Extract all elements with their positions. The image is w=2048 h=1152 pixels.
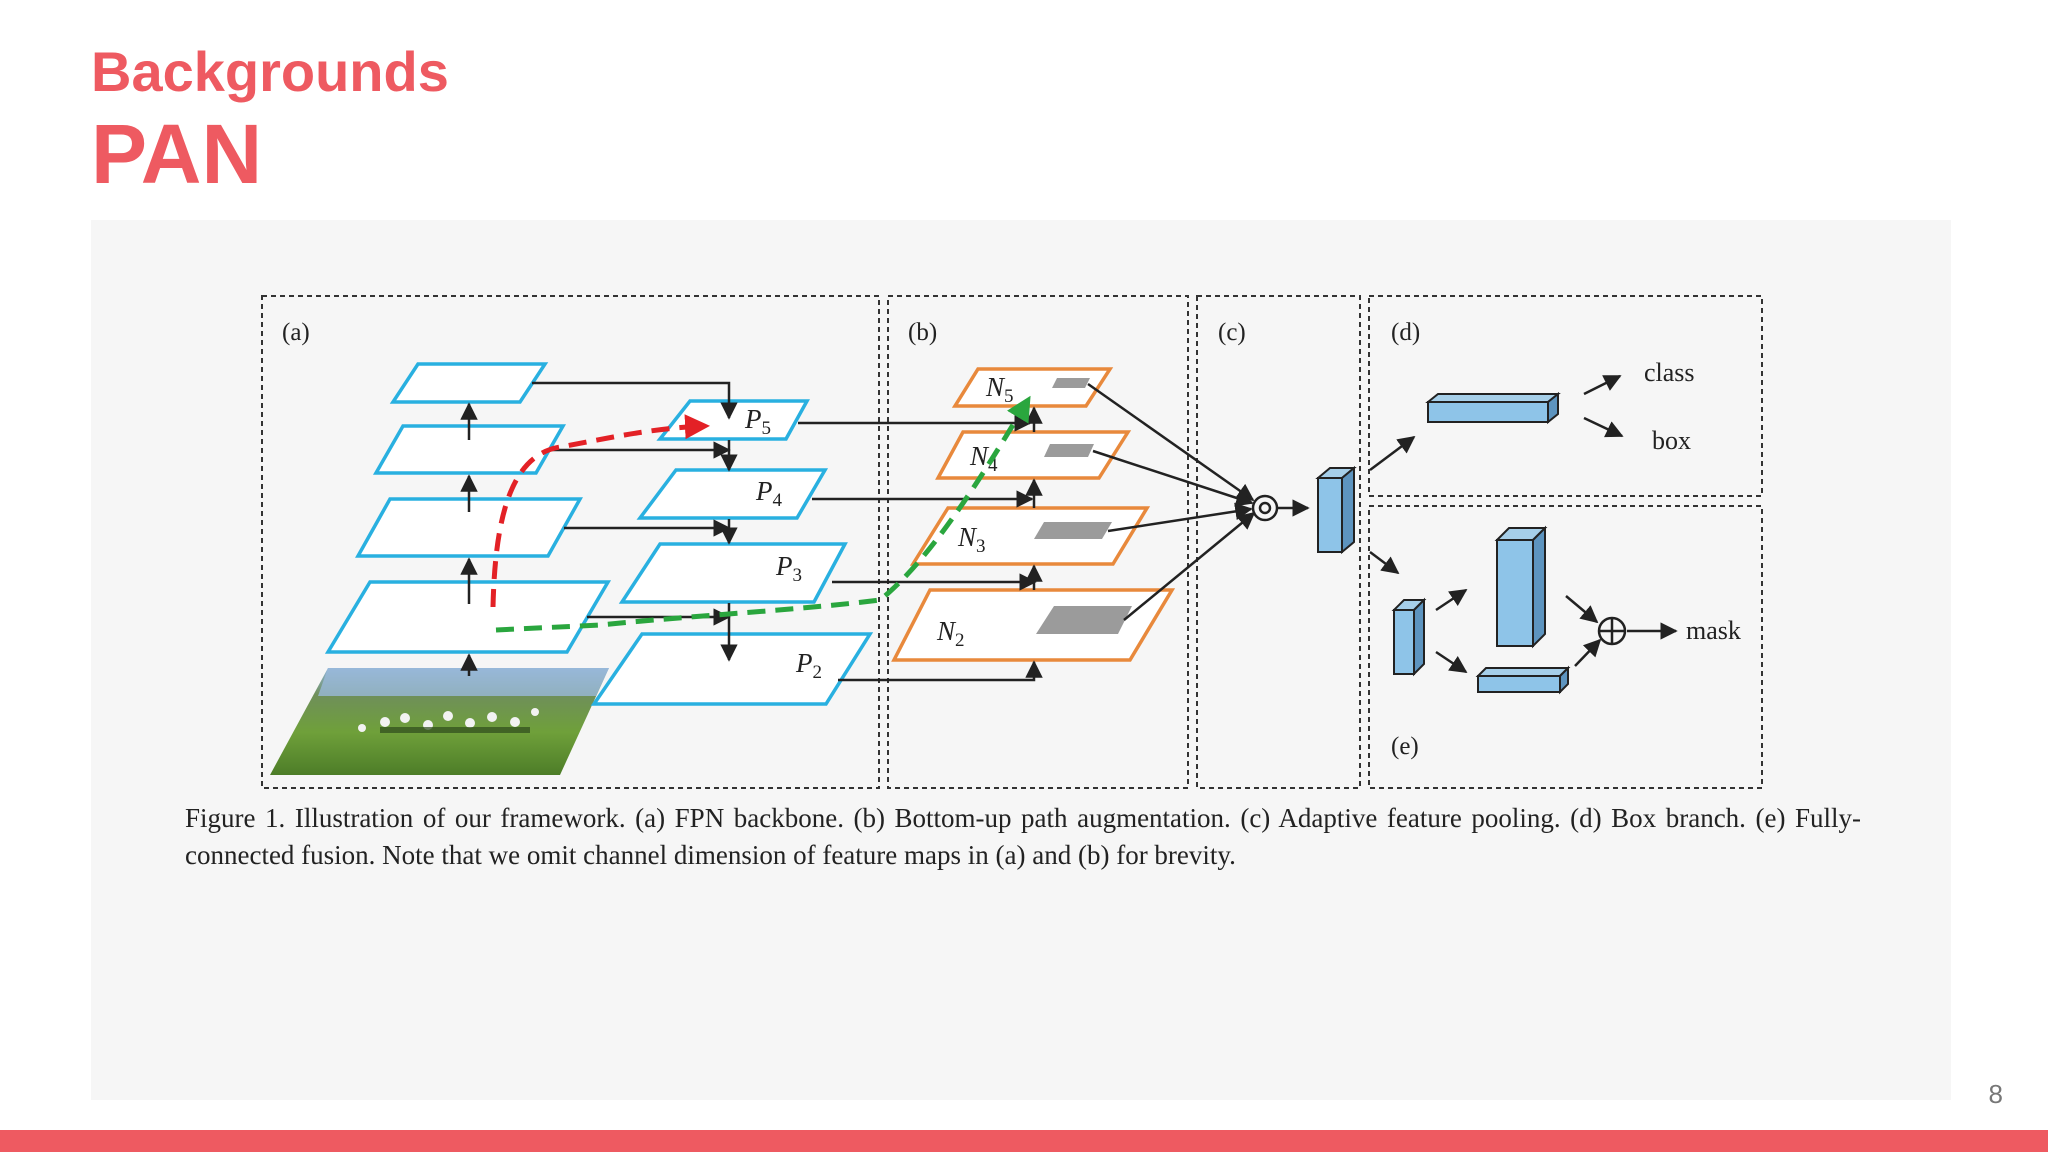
pan-level-n2 (891, 588, 1176, 662)
fpn-label-p2: P2 (795, 648, 822, 683)
box-arrow (1583, 416, 1624, 438)
panel-label-d: (d) (1391, 319, 1420, 346)
to-box-branch-arrow (1369, 435, 1416, 471)
backbone-feature-maps (324, 362, 612, 654)
slide-subtitle: Backgrounds (91, 40, 449, 103)
output-label-class: class (1644, 358, 1695, 387)
backbone-level-3 (355, 497, 583, 558)
pan-level-n5 (951, 367, 1114, 408)
slide-heading: PAN (91, 107, 263, 201)
panel-a-frame (261, 295, 880, 789)
backbone-level-4 (372, 424, 567, 475)
input-image (270, 668, 609, 775)
fpn-feature-maps (590, 399, 874, 706)
fpn-level-p3 (618, 542, 848, 604)
to-mask-branch-arrow (1369, 551, 1400, 575)
slide-title: Backgrounds PAN (91, 40, 449, 201)
panel-label-a: (a) (282, 319, 310, 346)
red-path-arrow (490, 414, 710, 608)
page-number: 8 (1988, 1079, 2003, 1109)
panel-frames (261, 295, 1763, 789)
fusion-op-icon (1251, 494, 1279, 522)
panel-c-frame (1196, 295, 1361, 789)
box-branch-fc-block (1425, 391, 1561, 425)
mask-arrow-up (1435, 588, 1468, 612)
backbone-level-5 (389, 362, 549, 404)
mask-branch-conv-block-a (1391, 597, 1427, 677)
pooling-input-arrows (1087, 382, 1256, 621)
panel-d-frame (1368, 295, 1763, 497)
mask-branch-conv-block-b (1494, 525, 1548, 649)
class-arrow (1583, 374, 1622, 396)
panel-label-b: (b) (908, 319, 937, 346)
output-label-box: box (1652, 426, 1691, 455)
pan-level-n3 (909, 506, 1151, 566)
output-label-mask: mask (1686, 616, 1741, 645)
fpn-to-pan-arrows (798, 414, 1043, 682)
panel-label-e: (e) (1391, 733, 1419, 760)
fusion-sum-icon (1597, 616, 1627, 646)
fpn-level-p2 (590, 632, 874, 706)
fusion-arrow-b (1574, 638, 1602, 667)
figure-caption: Figure 1. Illustration of our framework.… (185, 803, 1861, 870)
panel-e-frame (1368, 505, 1763, 789)
fpn-level-p5 (656, 399, 810, 441)
pooled-regions (1034, 378, 1132, 634)
bottom-accent-bar (0, 1130, 2048, 1152)
green-path-arrow (495, 395, 1031, 633)
pan-level-n4 (935, 430, 1132, 480)
backbone-level-2 (324, 580, 612, 654)
fpn-level-p4 (636, 468, 829, 520)
fusion-arrow-a (1565, 595, 1599, 624)
mask-arrow-down (1435, 650, 1468, 674)
panel-label-c: (c) (1218, 319, 1246, 346)
mask-branch-fc-block (1475, 665, 1571, 695)
pooled-feature-block (1315, 465, 1357, 555)
